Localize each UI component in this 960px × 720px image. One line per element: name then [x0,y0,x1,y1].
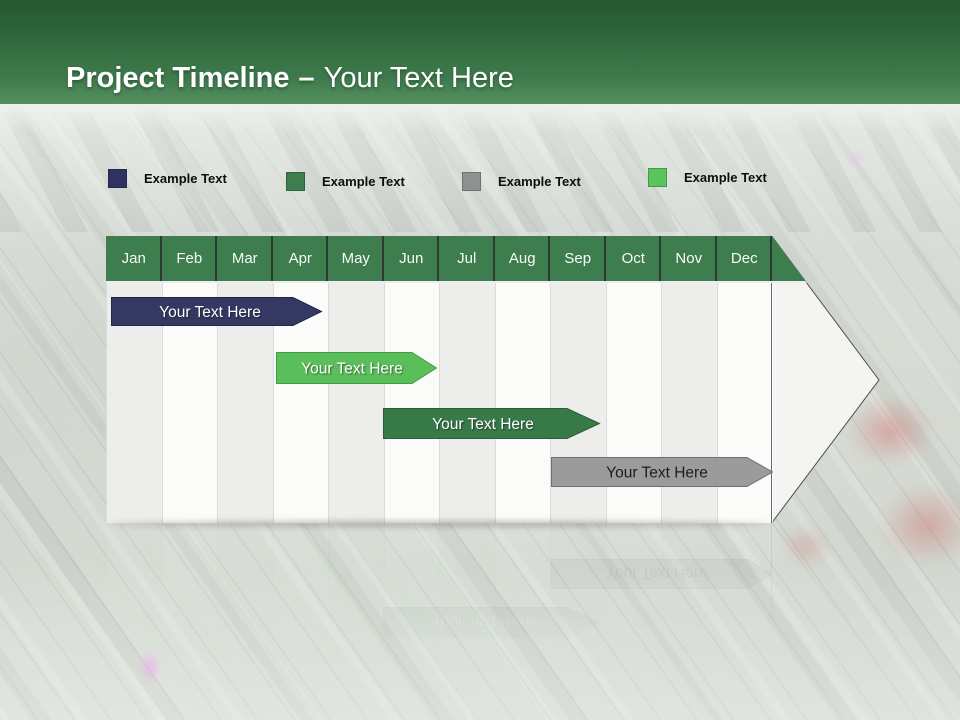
legend-item: Example Text [286,172,405,191]
month-row: Jan Feb Mar Apr May Jun Jul Aug Sep Oct Nov Dec [106,236,879,283]
timeline-bar-label: Your Text Here [301,361,403,378]
legend-label: Example Text [144,171,227,186]
timeline-bar-3: Your Text Here [383,408,601,439]
month-separator [270,236,273,281]
slide-title: Project Timeline–Your Text Here [66,62,514,95]
legend-label: Example Text [322,174,405,189]
month-column [439,281,496,523]
timeline-bar-label: Your Text Here [606,465,708,482]
month-separator [659,236,661,281]
legend-swatch [286,172,305,191]
legend-item: Example Text [108,169,227,188]
month-separator [492,236,495,281]
title-bar-fade [0,104,960,132]
timeline-bar-2: Your Text Here [276,352,438,384]
month-separator [714,236,717,281]
timeline-bar-shape [551,457,774,487]
timeline-bar-shape [276,352,438,384]
month-cell-sep: Sep [564,250,592,267]
month-separator [326,236,328,281]
legend-swatch [648,168,667,187]
month-separator [548,236,550,281]
month-separator [159,236,162,281]
month-cell-may: May [341,250,370,267]
month-cell-dec: Dec [730,250,758,267]
slide-title-main: Project Timeline [66,62,290,94]
month-cell-jun: Jun [399,250,424,267]
month-cell-aug: Aug [508,250,536,267]
month-cell-feb: Feb [176,250,203,267]
legend-item: Example Text [462,172,581,191]
month-separator [215,236,217,281]
december-edge-line [771,281,772,523]
timeline-bar-shape [111,297,323,326]
month-separator [770,236,772,281]
month-separator [381,236,384,281]
timeline-bar-4: Your Text Here [551,457,774,487]
timeline-bar-shape [383,408,601,439]
month-separator [603,236,606,281]
month-cell-nov: Nov [675,250,703,267]
month-column [494,281,551,523]
slide-title-subtitle: Your Text Here [323,62,514,94]
legend-label: Example Text [684,170,767,185]
legend-item: Example Text [648,168,767,187]
month-cell-oct: Oct [621,250,645,267]
legend-label: Example Text [498,174,581,189]
month-cell-mar: Mar [231,250,258,267]
month-column [383,281,440,523]
timeline-bar-1: Your Text Here [111,297,323,326]
timeline-bar-label: Your Text Here [432,416,534,433]
month-cell-jan: Jan [121,250,146,267]
gantt-chart: Jan Feb Mar Apr May Jun Jul Aug Sep Oct Nov Dec You… [106,236,880,523]
title-bar [0,0,960,104]
month-column [328,281,385,523]
slide-title-separator: – [298,62,315,94]
timeline-bar-label: Your Text Here [159,304,261,321]
month-cell-jul: Jul [457,250,477,267]
month-separator [437,236,439,281]
legend-swatch [462,172,481,191]
gantt-shadow [108,521,770,527]
month-cell-apr: Apr [288,250,312,267]
legend-swatch [108,169,127,188]
